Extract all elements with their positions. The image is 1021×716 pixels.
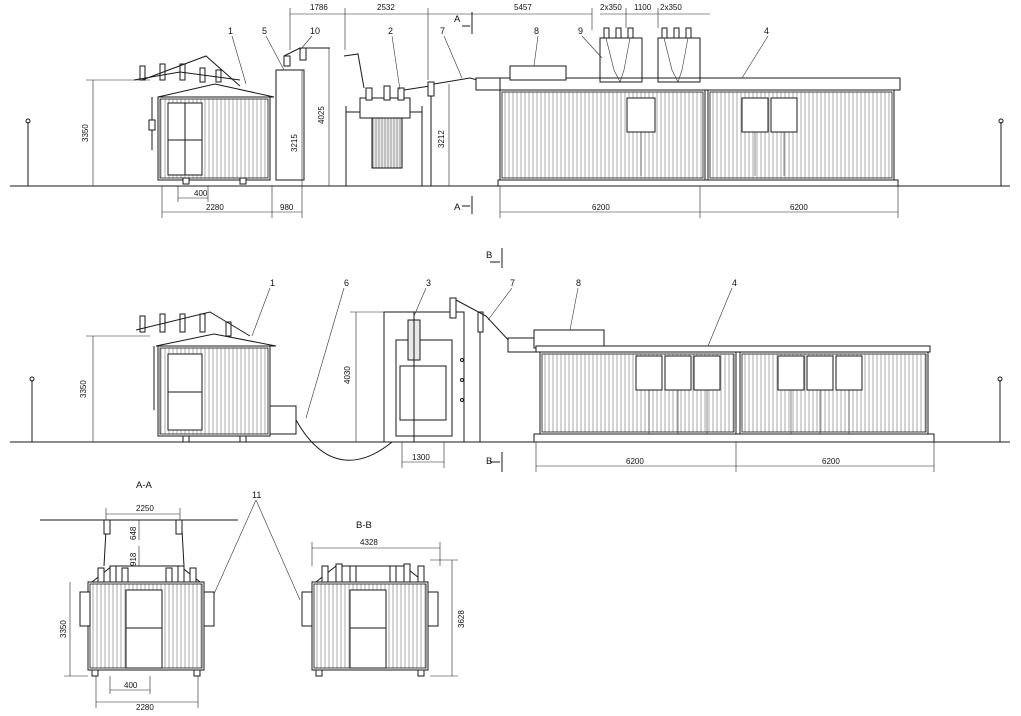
dim-400-aa: 400 — [124, 681, 138, 690]
dim-6200-top-b: 6200 — [790, 203, 808, 212]
dim-1100: 1100 — [634, 3, 652, 12]
top-leaders — [231, 35, 769, 91]
section-bb-view: B-B 4328 3628 — [301, 520, 466, 677]
view-bb-title: B-B — [356, 520, 372, 531]
cable-curve — [295, 419, 393, 461]
dim-648: 648 — [129, 526, 138, 540]
switchgear-kiosk-side — [135, 311, 297, 443]
dim-2250: 2250 — [136, 504, 154, 513]
section-aa-view: A-A 2250 648 — [40, 480, 238, 712]
transformer-cell-side — [383, 297, 465, 443]
modular-building-side — [507, 329, 935, 443]
pole-right-2 — [997, 376, 1003, 442]
view-aa-title: A-A — [136, 480, 153, 491]
dim-4030: 4030 — [343, 366, 352, 384]
dim-3350-mid: 3350 — [79, 380, 88, 398]
dim-3350-aa: 3350 — [59, 620, 68, 638]
middle-leaders — [251, 287, 733, 419]
dim-6200-top-a: 6200 — [592, 203, 610, 212]
dim-3628: 3628 — [457, 610, 466, 628]
pole-left — [25, 118, 31, 186]
pole-right — [998, 118, 1004, 186]
dim-2280-aa: 2280 — [136, 703, 154, 712]
callout-4: 4 — [764, 26, 769, 36]
callout-11: 11 — [252, 490, 261, 500]
dim-3215: 3215 — [290, 134, 299, 152]
dim-6200-mid-b: 6200 — [822, 457, 840, 466]
callout-7: 7 — [440, 26, 445, 36]
callout-3: 3 — [426, 278, 431, 288]
dim-2532: 2532 — [377, 3, 395, 12]
dim-3350-top: 3350 — [81, 124, 90, 142]
callout-10: 10 — [310, 26, 320, 36]
top-elevation: 1 5 10 2 7 8 9 4 A A 1786 2532 5457 2x35… — [10, 3, 1010, 218]
dim-5457: 5457 — [514, 3, 532, 12]
callout-1: 1 — [228, 26, 233, 36]
switchgear-kiosk — [133, 55, 275, 185]
dim-1786: 1786 — [310, 3, 328, 12]
callout-2: 2 — [388, 26, 393, 36]
link-post-side — [455, 299, 513, 442]
roof-insulators — [133, 55, 241, 150]
callout-8-mid: 8 — [576, 278, 581, 288]
dim-2x350-b: 2x350 — [660, 3, 682, 12]
callout-8: 8 — [534, 26, 539, 36]
top-dimensions — [86, 8, 899, 218]
section-a-bottom: A — [454, 202, 461, 213]
callout-1-mid: 1 — [270, 278, 275, 288]
modular-building — [475, 27, 901, 187]
callout-7-mid: 7 — [510, 278, 515, 288]
dim-6200-mid-a: 6200 — [626, 457, 644, 466]
dim-2x350-a: 2x350 — [600, 3, 622, 12]
middle-dimensions — [86, 248, 935, 472]
cable-box — [275, 47, 330, 181]
dim-4328: 4328 — [360, 538, 378, 547]
dim-918: 918 — [129, 552, 138, 566]
dim-980: 980 — [280, 203, 294, 212]
section-b-top: B — [486, 250, 492, 261]
dim-1300: 1300 — [412, 453, 430, 462]
section-b-bottom: B — [486, 456, 492, 467]
dim-3212: 3212 — [437, 130, 446, 148]
callout-4-mid: 4 — [732, 278, 737, 288]
callout-5: 5 — [262, 26, 267, 36]
dim-400-top: 400 — [194, 189, 208, 198]
section-a-top: A — [454, 14, 461, 25]
callout-9: 9 — [578, 26, 583, 36]
middle-elevation: 1 6 3 7 8 4 B B 3350 4030 1300 6200 6200 — [10, 248, 1010, 472]
dim-2280-top: 2280 — [206, 203, 224, 212]
callout-6: 6 — [344, 278, 349, 288]
transformer-cell — [343, 53, 431, 187]
dim-4025: 4025 — [317, 106, 326, 124]
callout-11-group: 11 — [213, 490, 301, 601]
pole-left-2 — [29, 376, 35, 442]
